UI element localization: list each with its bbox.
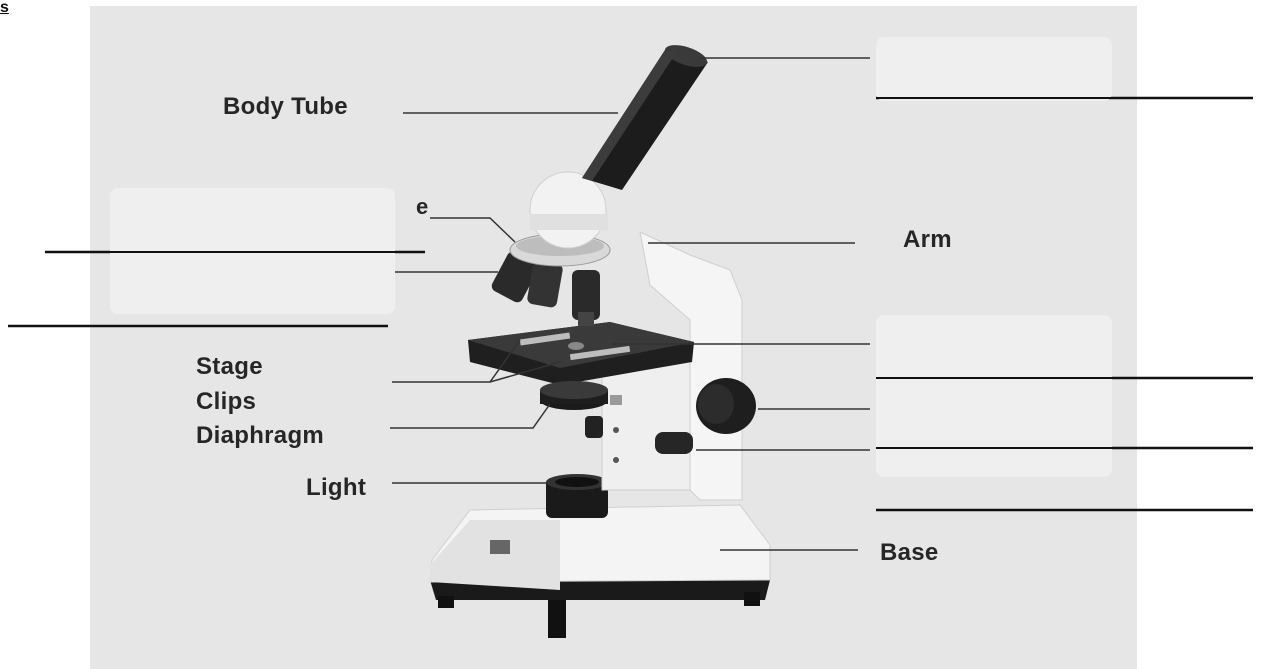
label-stage: Stage [196,355,263,379]
answer-box-adjustment[interactable] [876,315,1112,477]
answer-box-eyepiece[interactable] [876,37,1112,101]
label-partial-letter: e [416,196,429,218]
light-source [546,474,608,518]
label-base: Base [880,541,939,565]
answer-line-5[interactable] [876,447,1253,449]
label-light: Light [306,476,366,500]
corner-text: s [0,0,9,16]
microscope-head [530,172,608,248]
label-arm: Arm [903,228,952,252]
label-clips: Clips [196,390,256,414]
diaphragm [540,381,608,410]
objective-lenses [490,234,610,326]
label-diaphragm: Diaphragm [196,424,324,448]
answer-line-1[interactable] [876,97,1253,99]
label-body-tube: Body Tube [223,95,348,119]
microscope-base [430,505,770,638]
answer-line-2[interactable] [45,251,425,253]
answer-line-4[interactable] [876,377,1253,379]
body-tube [582,41,710,190]
answer-line-3[interactable] [8,325,388,327]
answer-line-6[interactable] [876,509,1253,511]
